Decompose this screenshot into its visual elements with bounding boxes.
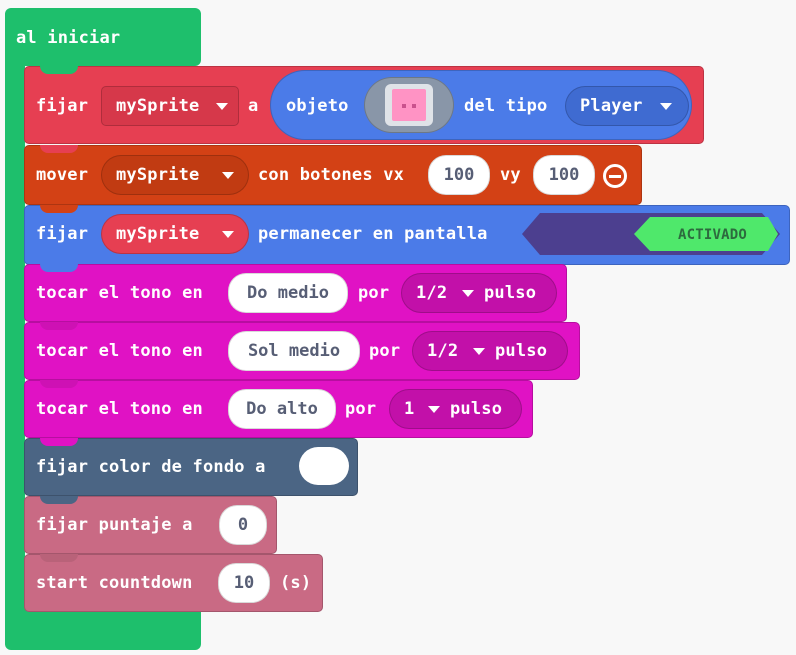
chevron-down-icon xyxy=(216,103,228,110)
sprite-image-frame xyxy=(385,84,433,126)
start-countdown-label: start countdown xyxy=(36,573,193,593)
sprite-variable-dropdown[interactable]: mySprite xyxy=(101,214,249,254)
for-label: por xyxy=(369,341,401,361)
block-notch xyxy=(40,264,78,272)
block-notch xyxy=(40,322,78,330)
block-notch xyxy=(40,496,78,504)
play-tone-label: tocar el tono en xyxy=(36,341,203,361)
for-label: por xyxy=(345,399,377,419)
set-label: fijar xyxy=(36,224,89,244)
note-input[interactable]: Sol medio xyxy=(228,331,360,371)
sprite-kind-dropdown[interactable]: Player xyxy=(565,86,689,126)
background-color-swatch[interactable] xyxy=(299,447,349,485)
note-input[interactable]: Do medio xyxy=(228,273,348,313)
block-notch xyxy=(40,438,78,446)
to-label: a xyxy=(248,96,259,116)
beat-dropdown[interactable]: 1 pulso xyxy=(389,389,522,429)
play-tone-label: tocar el tono en xyxy=(36,283,203,303)
sprite-variable-value: mySprite xyxy=(116,224,200,244)
sprite-eye-icon xyxy=(412,104,416,108)
vy-input[interactable]: 100 xyxy=(533,155,595,195)
start-countdown-block[interactable] xyxy=(24,554,323,612)
on-start-label: al iniciar xyxy=(16,28,121,48)
pulse-label: pulso xyxy=(495,341,548,361)
minus-bar xyxy=(609,174,621,178)
pulse-label: pulso xyxy=(450,399,503,419)
seconds-unit-label: (s) xyxy=(280,573,312,593)
set-background-label: fijar color de fondo a xyxy=(36,457,266,477)
on-start-block-bottom[interactable] xyxy=(5,606,201,650)
chevron-down-icon xyxy=(473,348,485,355)
beat-dropdown[interactable]: 1/2 pulso xyxy=(401,273,557,313)
toggle-value: ACTIVADO xyxy=(678,227,748,243)
vx-input[interactable]: 100 xyxy=(428,155,490,195)
sprite-variable-dropdown[interactable]: mySprite xyxy=(101,86,239,126)
set-score-label: fijar puntaje a xyxy=(36,515,193,535)
chevron-down-icon xyxy=(222,231,234,238)
with-buttons-label: con botones vx xyxy=(258,165,405,185)
note-input[interactable]: Do alto xyxy=(228,389,336,429)
on-start-spine xyxy=(5,56,25,616)
beat-value: 1/2 xyxy=(427,341,459,361)
sprite-kind-value: Player xyxy=(580,96,643,116)
set-label: fijar xyxy=(36,96,89,116)
sprite-image-icon xyxy=(392,89,426,121)
sprite-variable-value: mySprite xyxy=(116,96,200,116)
pulse-label: pulso xyxy=(484,283,537,303)
remove-argument-minus-icon[interactable] xyxy=(603,164,627,188)
of-kind-label: del tipo xyxy=(464,96,548,116)
toggle-switch[interactable] xyxy=(522,213,780,255)
sprite-variable-value: mySprite xyxy=(116,165,200,185)
block-notch xyxy=(40,145,78,153)
sprite-image-field[interactable] xyxy=(364,77,454,133)
beat-value: 1 xyxy=(404,399,415,419)
chevron-down-icon xyxy=(428,406,440,413)
countdown-input[interactable]: 10 xyxy=(218,563,270,603)
chevron-down-icon xyxy=(462,290,474,297)
for-label: por xyxy=(358,283,390,303)
vy-label: vy xyxy=(500,165,521,185)
beat-dropdown[interactable]: 1/2 pulso xyxy=(412,331,568,371)
block-notch xyxy=(40,205,78,213)
chevron-down-icon xyxy=(222,172,234,179)
play-tone-label: tocar el tono en xyxy=(36,399,203,419)
block-notch xyxy=(40,554,78,562)
block-notch xyxy=(40,380,78,388)
score-input[interactable]: 0 xyxy=(219,505,267,545)
chevron-down-icon xyxy=(660,103,672,110)
object-label: objeto xyxy=(286,96,349,116)
sprite-eye-icon xyxy=(402,104,406,108)
move-label: mover xyxy=(36,165,89,185)
block-notch xyxy=(40,66,78,74)
sprite-variable-dropdown[interactable]: mySprite xyxy=(101,155,249,195)
on-start-block[interactable] xyxy=(5,8,201,66)
stay-in-screen-label: permanecer en pantalla xyxy=(258,224,488,244)
toggle-knob-on xyxy=(634,217,778,251)
beat-value: 1/2 xyxy=(416,283,448,303)
